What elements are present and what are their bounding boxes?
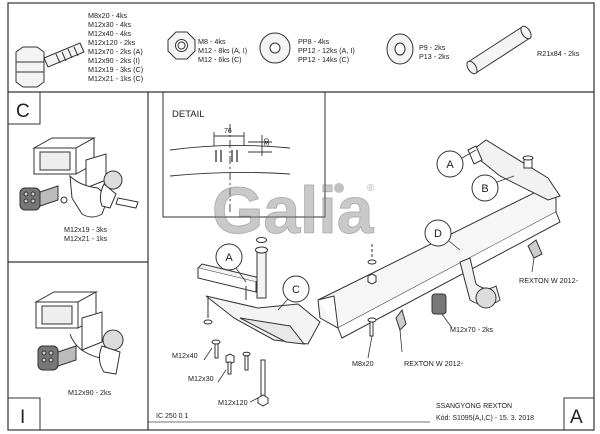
- callouts: [215, 150, 499, 303]
- detail-dim-width: 76: [224, 128, 232, 135]
- nut-line: M8 - 4ks: [198, 37, 226, 46]
- panel-c-label: M12x21 - 1ks: [64, 234, 108, 243]
- panel-c-label: M12x19 - 3ks: [64, 225, 108, 234]
- frames: [7, 2, 595, 431]
- bolt-line: M8x20 - 4ks: [88, 11, 128, 20]
- galia-logo: Galia ®: [212, 173, 376, 248]
- washer-line: PP8 - 4ks: [298, 37, 330, 46]
- part-label-m8x20: M8x20: [352, 359, 374, 368]
- panel-letter-a: A: [570, 407, 583, 428]
- callout-label: A: [225, 252, 233, 264]
- panel-letter-i: I: [20, 407, 25, 428]
- towbar-beam: [317, 139, 561, 339]
- bolt-line: M12x40 - 4ks: [88, 29, 132, 38]
- pin-line: P9 - 2ks: [419, 43, 446, 52]
- footer-ic-code: IC 250 0 1: [156, 413, 188, 420]
- part-label-rexton-bottom: REXTON W 2012-: [404, 359, 464, 368]
- pin-icon: [386, 33, 414, 65]
- washer-icon: [259, 32, 291, 64]
- callout-label: D: [434, 228, 442, 240]
- panel-letter-c: C: [16, 101, 30, 122]
- footer-product: SSANGYONG REXTON: [436, 403, 512, 410]
- callout-a-left: [215, 243, 243, 271]
- tube-icon: [466, 25, 532, 75]
- bolt-line: M12x90 - 2ks (I): [88, 56, 140, 65]
- nut-line: M12 - 8ks (A, I): [198, 46, 247, 55]
- callout-a-right: [436, 150, 464, 178]
- washer-line: PP12 - 12ks (A, I): [298, 46, 355, 55]
- nut-line: M12 - 6ks (C): [198, 55, 242, 64]
- bolt-icon: [15, 42, 85, 88]
- panel-c-drawing: [19, 137, 139, 218]
- washer-list: PP8 - 4ks PP12 - 12ks (A, I) PP12 - 14ks…: [298, 37, 355, 64]
- bolt-line: M12x19 - 3ks (C): [88, 65, 143, 74]
- detail-drawing: [169, 124, 291, 212]
- part-label-m12x120: M12x120: [218, 398, 248, 407]
- callout-b: [471, 174, 499, 202]
- detail-title: DETAIL: [172, 109, 205, 120]
- logo-text: Galia: [212, 173, 375, 247]
- part-labels: M12x40 M12x30 M12x120 M8x20 M12x70 - 2ks…: [172, 276, 579, 407]
- washer-line: PP12 - 14ks (C): [298, 55, 349, 64]
- callout-label: A: [446, 159, 454, 171]
- bolt-list: M8x20 - 4ks M12x30 - 4ks M12x40 - 4ks M1…: [88, 11, 143, 83]
- logo-registered-mark: ®: [367, 183, 375, 194]
- callout-letters: A C A B D: [225, 159, 488, 296]
- panel-c-labels: M12x19 - 3ks M12x21 - 1ks: [64, 225, 108, 243]
- bolt-line: M12x21 - 1ks (C): [88, 74, 143, 83]
- nut-list: M8 - 4ks M12 - 8ks (A, I) M12 - 6ks (C): [198, 37, 247, 64]
- part-label-m12x40: M12x40: [172, 351, 198, 360]
- callout-label: B: [481, 183, 488, 195]
- pin-list: P9 - 2ks P13 - 2ks: [419, 43, 450, 61]
- pin-line: P13 - 2ks: [419, 52, 450, 61]
- detail-dim-height: 30: [264, 138, 271, 146]
- part-label-m12x30: M12x30: [188, 374, 214, 383]
- leader-lines: [203, 149, 535, 403]
- callout-c: [282, 275, 310, 303]
- part-label-m12x70: M12x70 - 2ks: [450, 325, 494, 334]
- bolt-line: M12x120 - 2ks: [88, 38, 136, 47]
- panel-i-drawing: [34, 291, 124, 375]
- panel-i-label: M12x90 - 2ks: [68, 388, 112, 397]
- part-label-rexton-right: REXTON W 2012-: [519, 276, 579, 285]
- callout-label: C: [292, 284, 300, 296]
- callout-d: [424, 219, 452, 247]
- bracket-assembly: [197, 237, 321, 407]
- bolt-line: M12x30 - 4ks: [88, 20, 132, 29]
- nut-icon: [167, 31, 196, 60]
- footer-drawing-code: Kód: S1095(A,I,C) - 15. 3. 2018: [436, 415, 534, 422]
- tube-label: R21x84 - 2ks: [537, 49, 580, 58]
- bolt-line: M12x70 - 2ks (A): [88, 47, 143, 56]
